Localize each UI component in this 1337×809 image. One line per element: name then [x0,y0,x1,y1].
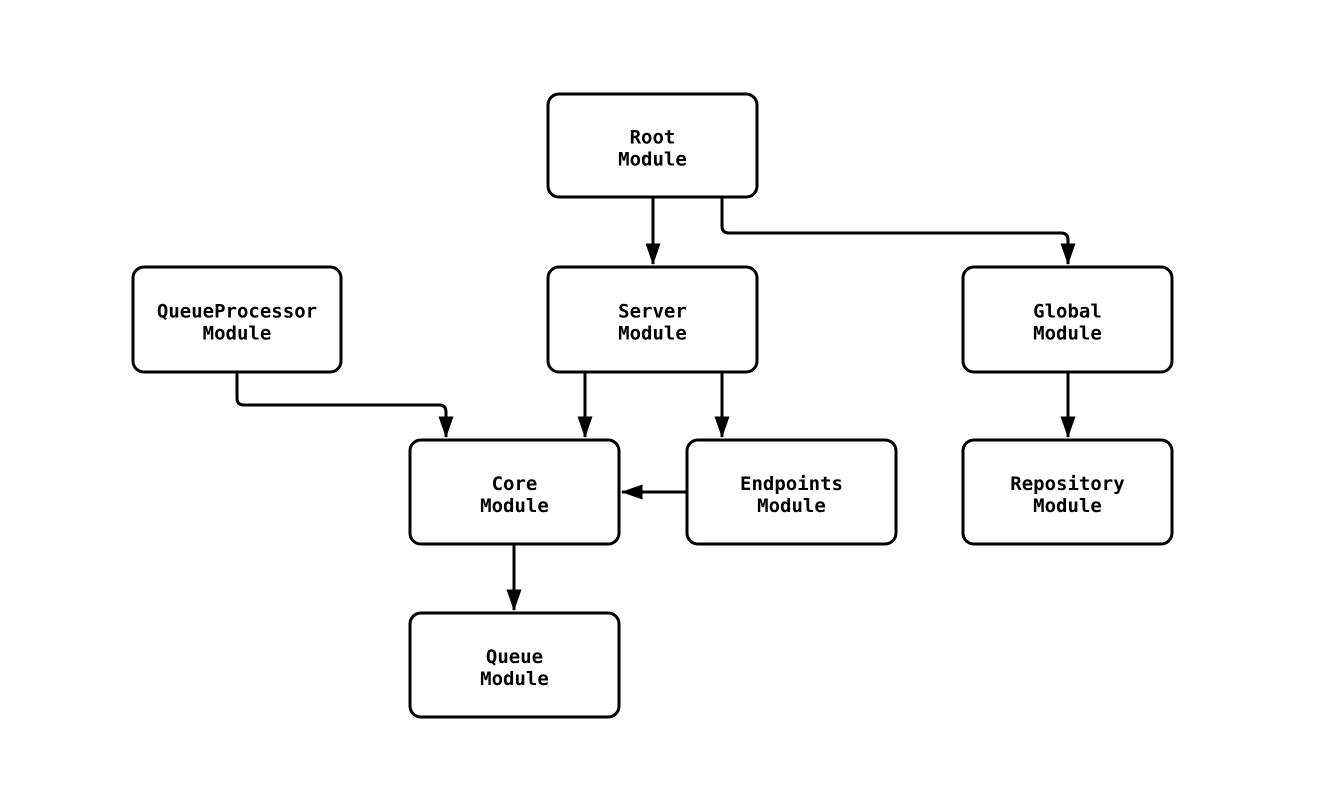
node-label-line1: QueueProcessor [157,301,317,323]
node-server-module: Server Module [546,265,759,374]
node-label-line2: Module [1033,323,1102,345]
node-global-module: Global Module [961,265,1174,374]
edge-root-to-global [720,197,1076,265]
node-label-line1: Queue [486,646,543,668]
node-box [408,611,621,719]
node-box [546,265,759,374]
node-box [961,265,1174,374]
node-label-line2: Module [203,323,272,345]
node-repository-module: Repository Module [961,438,1174,546]
edges-layer [235,197,1076,611]
node-label-line1: Endpoints [740,473,843,495]
node-label-line1: Server [618,301,687,323]
node-label-line1: Global [1033,301,1102,323]
node-box [131,265,343,374]
node-label-line1: Root [630,127,676,149]
node-box [546,92,759,199]
node-root-module: Root Module [546,92,759,199]
node-label-line2: Module [1033,495,1102,517]
node-label-line2: Module [480,495,549,517]
edge-queueprocessor-to-core [235,371,454,438]
node-box [408,438,621,546]
node-label-line2: Module [618,323,687,345]
node-queue-module: Queue Module [408,611,621,719]
node-label-line1: Repository [1010,473,1124,495]
node-box [685,438,898,546]
node-box [961,438,1174,546]
node-label-line2: Module [480,668,549,690]
node-core-module: Core Module [408,438,621,546]
node-label-line2: Module [618,149,687,171]
node-endpoints-module: Endpoints Module [685,438,898,546]
node-label-line2: Module [757,495,826,517]
node-label-line1: Core [492,473,538,495]
node-queueprocessor-module: QueueProcessor Module [131,265,343,374]
